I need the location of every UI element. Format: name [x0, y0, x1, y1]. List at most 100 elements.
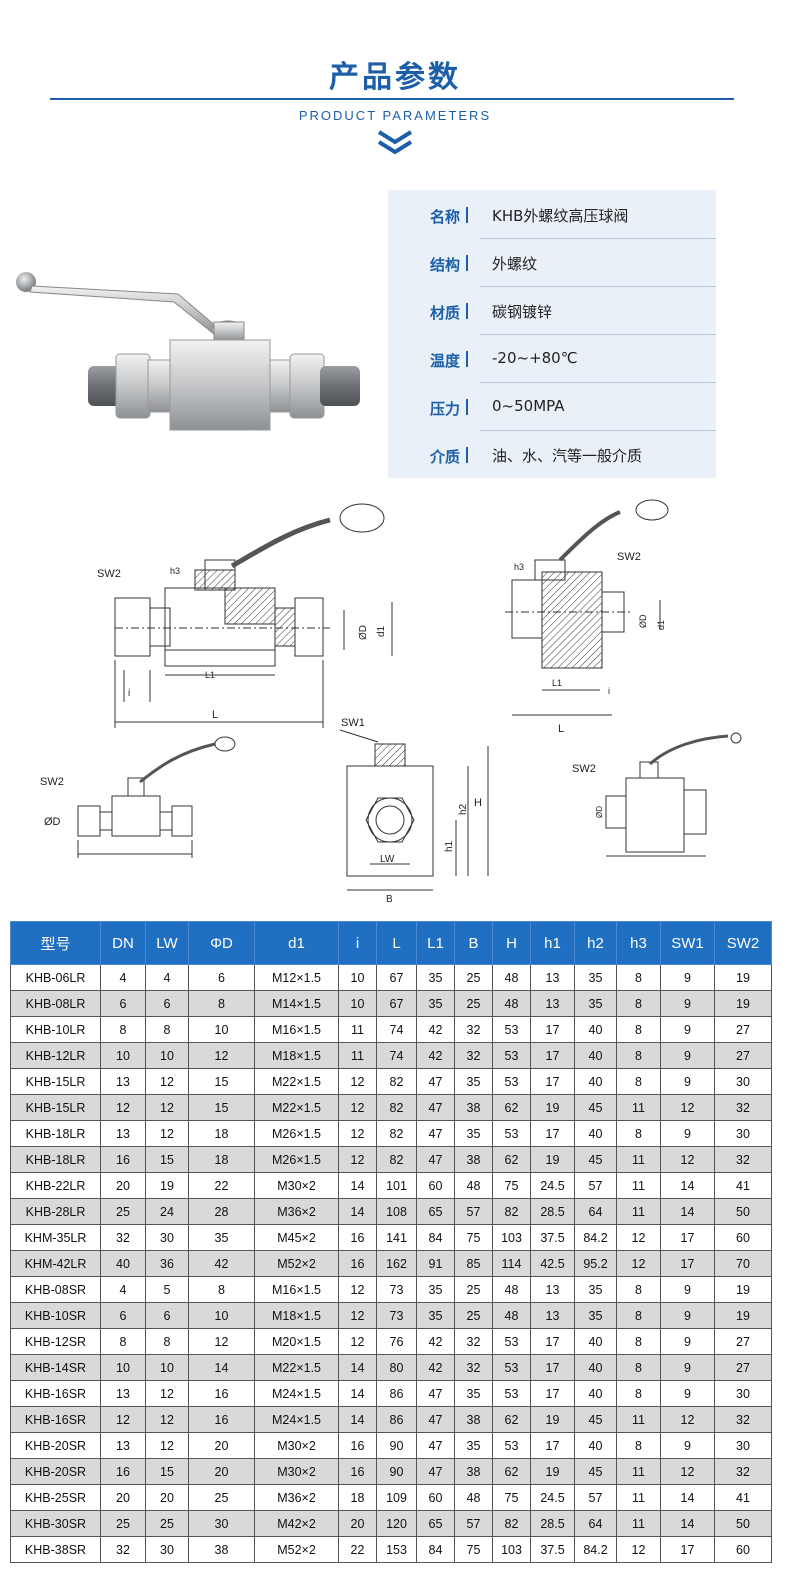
- label-b: B: [386, 894, 393, 905]
- table-cell: 42: [416, 1354, 455, 1381]
- spec-separator: [480, 382, 716, 383]
- spec-value: 碳钢镀锌: [492, 303, 553, 321]
- label-od-a: ØD: [358, 625, 369, 640]
- table-cell: 8: [616, 990, 661, 1017]
- table-cell: 20: [338, 1510, 377, 1537]
- table-cell: 16: [188, 1380, 255, 1407]
- table-cell: 47: [416, 1068, 455, 1095]
- spec-separator: [480, 238, 716, 239]
- table-cell: 40: [100, 1250, 146, 1277]
- table-cell: KHB-10LR: [10, 1016, 101, 1043]
- spec-separator: [480, 430, 716, 431]
- table-cell: 15: [145, 1146, 189, 1173]
- table-cell: 12: [338, 1302, 377, 1329]
- table-cell: KHB-20SR: [10, 1458, 101, 1485]
- side-section-drawing: [114, 503, 393, 728]
- table-cell: 17: [660, 1536, 715, 1563]
- spec-value: -20~+80℃: [492, 349, 578, 367]
- table-cell: 6: [145, 1302, 189, 1329]
- label-l1-a: L1: [205, 670, 215, 680]
- table-cell: 32: [714, 1458, 772, 1485]
- table-cell: 35: [416, 964, 455, 991]
- table-cell: 32: [454, 1354, 493, 1381]
- table-cell: 11: [616, 1172, 661, 1199]
- table-cell: M18×1.5: [254, 1302, 339, 1329]
- table-cell: 20: [100, 1484, 146, 1511]
- table-cell: 38: [454, 1146, 493, 1173]
- table-cell: 162: [376, 1250, 417, 1277]
- table-cell: 17: [530, 1120, 575, 1147]
- table-cell: 60: [714, 1536, 772, 1563]
- table-cell: 12: [338, 1068, 377, 1095]
- table-cell: 42: [416, 1042, 455, 1069]
- table-cell: 40: [574, 1120, 617, 1147]
- spec-value: 外螺纹: [492, 255, 538, 273]
- table-cell: 53: [492, 1068, 531, 1095]
- table-cell: 14: [338, 1406, 377, 1433]
- table-cell: 60: [416, 1484, 455, 1511]
- table-cell: 19: [530, 1094, 575, 1121]
- table-cell: 45: [574, 1406, 617, 1433]
- table-cell: 74: [376, 1016, 417, 1043]
- spec-label: 介质: [429, 448, 460, 466]
- table-cell: 12: [338, 1276, 377, 1303]
- table-cell: 38: [454, 1094, 493, 1121]
- table-cell: 30: [188, 1510, 255, 1537]
- table-cell: 12: [338, 1120, 377, 1147]
- table-cell: 53: [492, 1354, 531, 1381]
- table-cell: 35: [416, 990, 455, 1017]
- table-cell: 12: [100, 1094, 146, 1121]
- table-cell: 12: [660, 1458, 715, 1485]
- table-cell: 27: [714, 1328, 772, 1355]
- double-chevron-down-icon: [377, 130, 413, 155]
- table-header-cell: DN: [100, 921, 146, 965]
- table-header-cell: h1: [530, 921, 575, 965]
- table-cell: 16: [338, 1458, 377, 1485]
- table-cell: 86: [376, 1380, 417, 1407]
- table-cell: 15: [145, 1458, 189, 1485]
- table-cell: 10: [188, 1302, 255, 1329]
- spec-row: 结构 外螺纹: [388, 240, 716, 287]
- table-cell: 65: [416, 1198, 455, 1225]
- table-cell: 16: [100, 1146, 146, 1173]
- table-cell: 8: [616, 1302, 661, 1329]
- table-cell: M24×1.5: [254, 1406, 339, 1433]
- table-cell: 13: [100, 1432, 146, 1459]
- table-cell: 53: [492, 1042, 531, 1069]
- table-cell: 8: [616, 1328, 661, 1355]
- spec-label: 压力: [429, 400, 460, 418]
- table-cell: 48: [454, 1484, 493, 1511]
- table-cell: 11: [338, 1016, 377, 1043]
- table-cell: 30: [714, 1380, 772, 1407]
- table-cell: 95.2: [574, 1250, 617, 1277]
- spec-label: 结构: [429, 256, 460, 274]
- label-l1-b: L1: [552, 678, 562, 688]
- table-cell: KHB-18LR: [10, 1146, 101, 1173]
- label-l-b: L: [558, 723, 564, 735]
- table-cell: 13: [100, 1068, 146, 1095]
- table-cell: 17: [530, 1328, 575, 1355]
- table-cell: 73: [376, 1276, 417, 1303]
- table-cell: 86: [376, 1406, 417, 1433]
- table-cell: 25: [454, 1276, 493, 1303]
- table-cell: 32: [714, 1406, 772, 1433]
- table-header-cell: SW1: [660, 921, 715, 965]
- table-cell: 16: [338, 1432, 377, 1459]
- table-cell: KHB-08LR: [10, 990, 101, 1017]
- spec-row: 材质碳钢镀锌: [388, 288, 716, 335]
- table-cell: 75: [454, 1536, 493, 1563]
- table-cell: 14: [660, 1198, 715, 1225]
- spec-label: 名称: [429, 208, 460, 226]
- table-cell: 11: [616, 1094, 661, 1121]
- table-cell: 8: [188, 990, 255, 1017]
- table-cell: 62: [492, 1094, 531, 1121]
- table-cell: 10: [338, 990, 377, 1017]
- table-cell: 75: [492, 1172, 531, 1199]
- table-cell: 32: [100, 1224, 146, 1251]
- table-cell: KHB-12SR: [10, 1328, 101, 1355]
